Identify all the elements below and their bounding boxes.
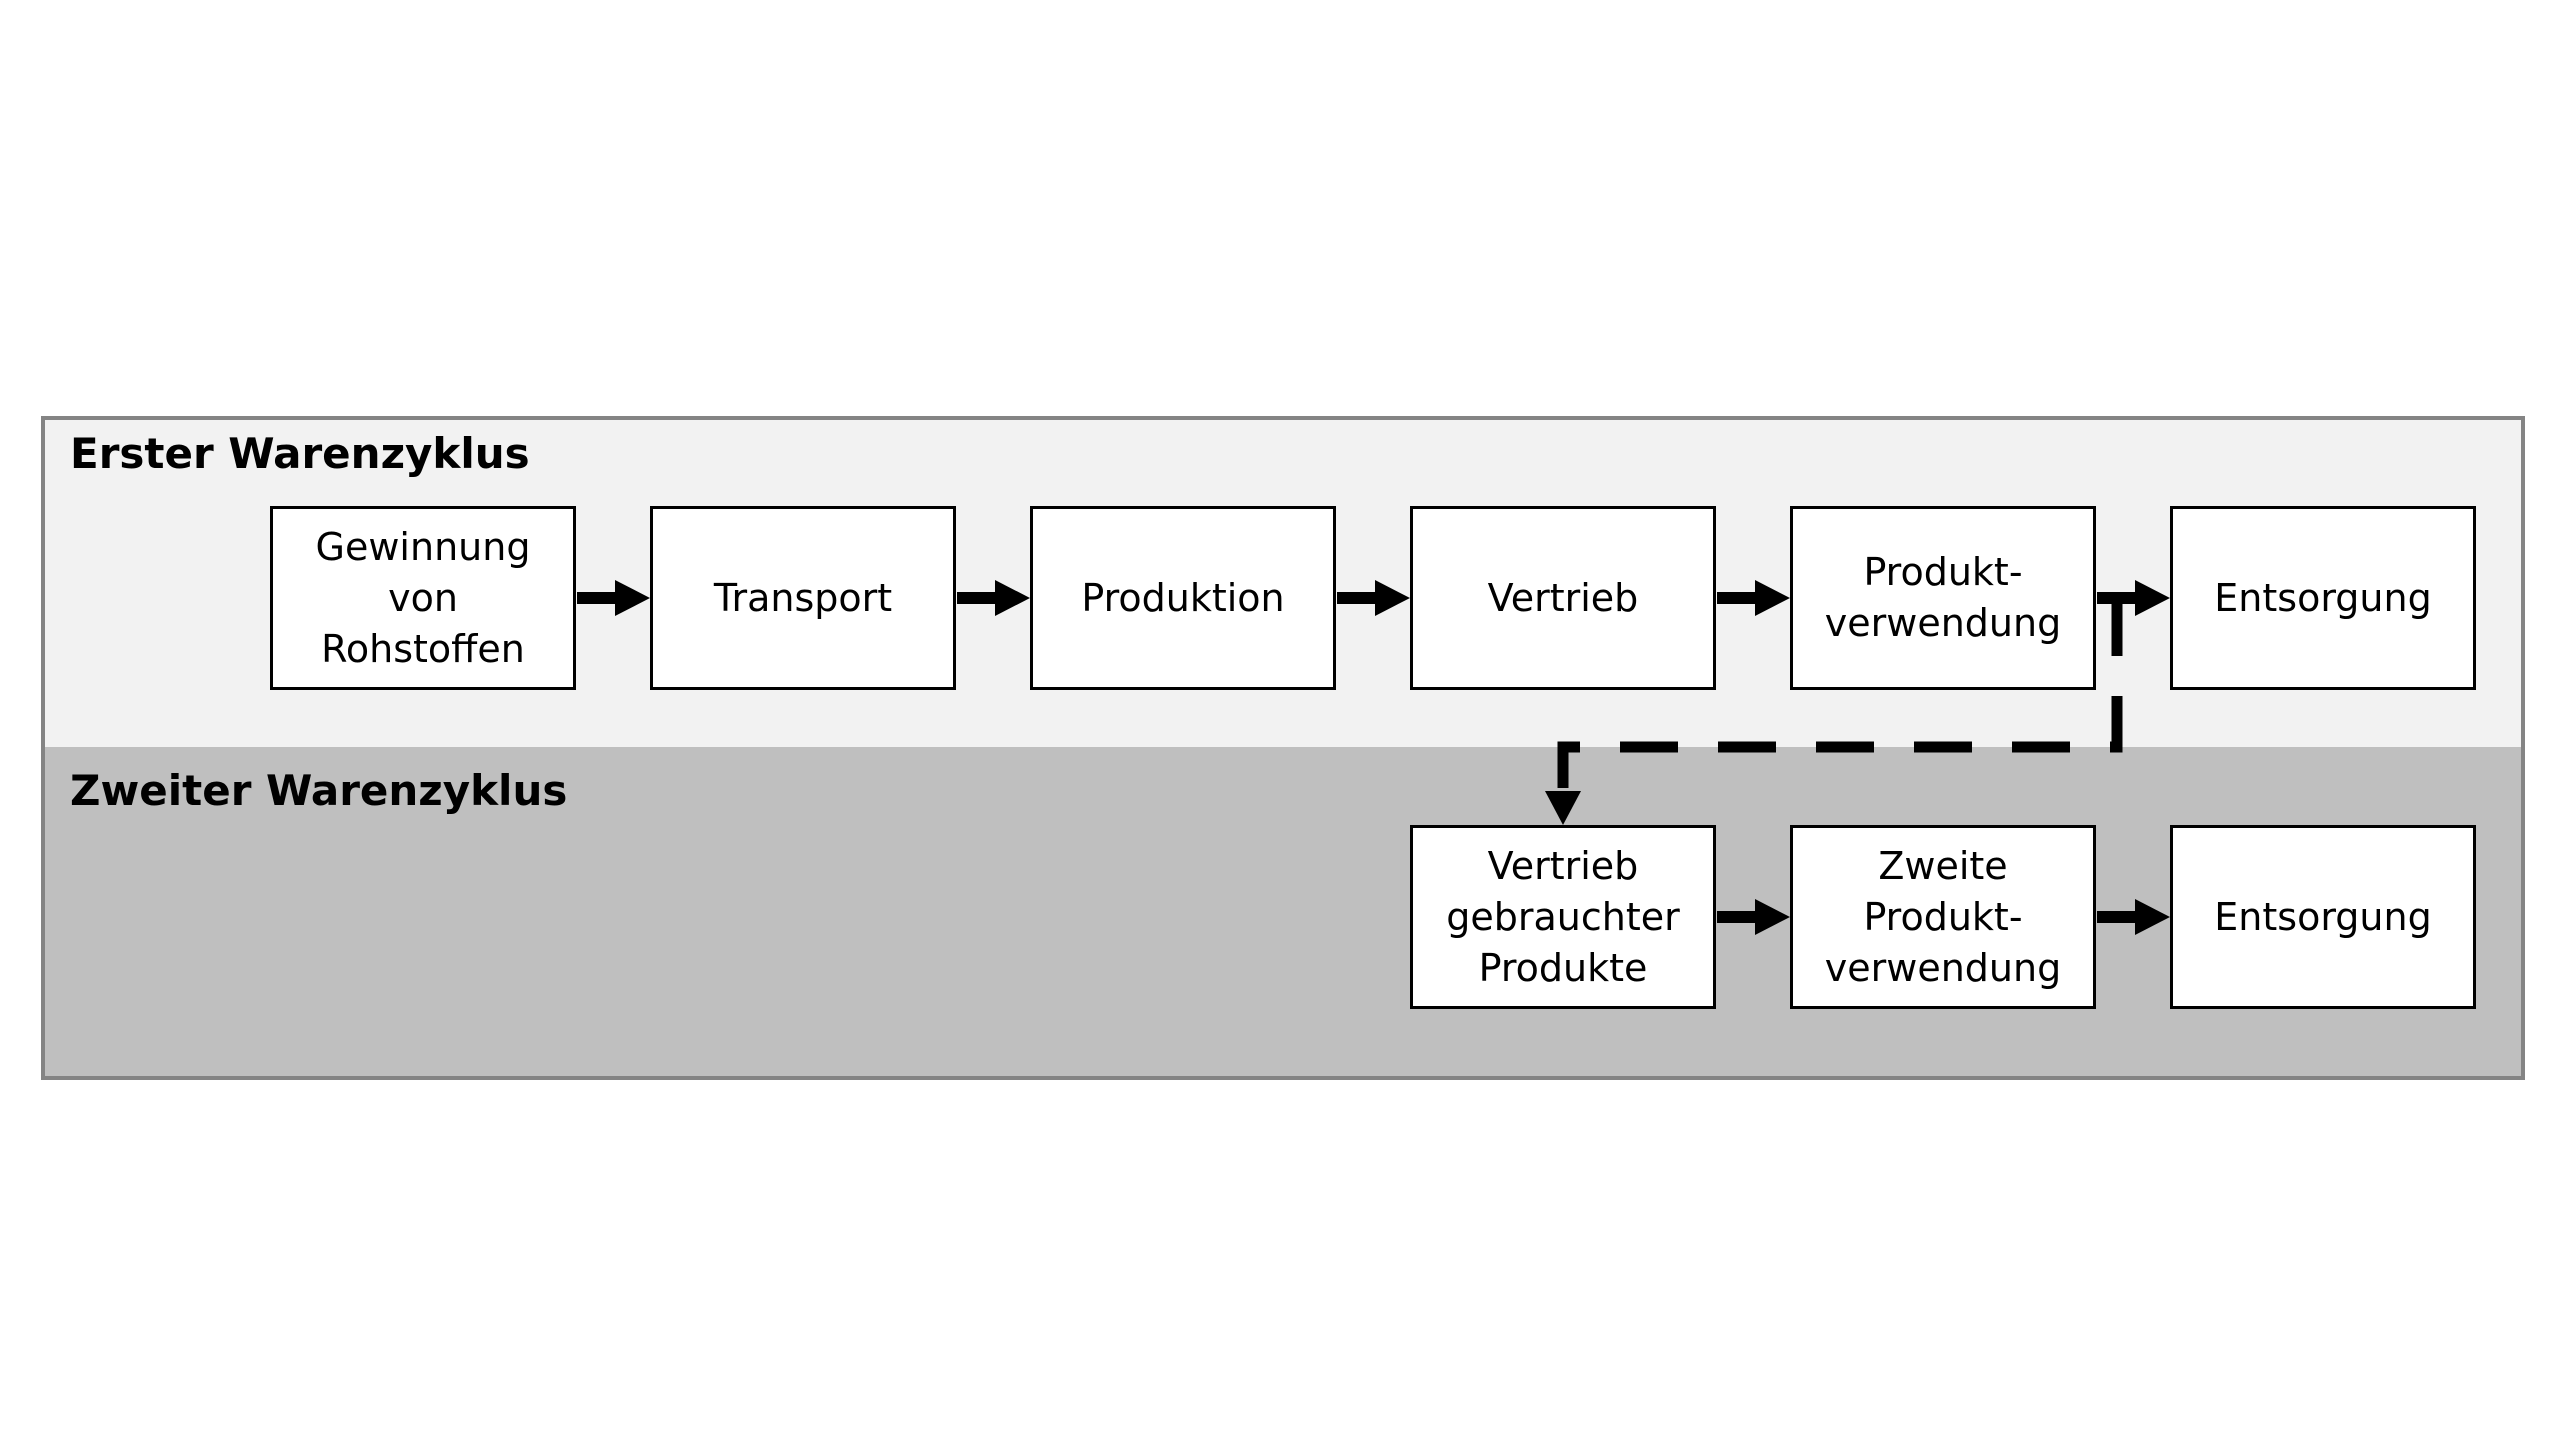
second-cycle-title: Zweiter Warenzyklus (70, 766, 568, 815)
step-produktverwendung: Produkt- verwendung (1790, 506, 2096, 690)
step-produktion: Produktion (1030, 506, 1336, 690)
step-label: Produkt- verwendung (1824, 550, 2062, 645)
step-label: Zweite Produkt- verwendung (1824, 843, 2062, 990)
diagram-frame (41, 416, 2525, 1080)
step-label: Transport (713, 575, 893, 620)
step-transport: Transport (650, 506, 956, 690)
step-zweite-entsorgung: Entsorgung (2170, 825, 2476, 1009)
step-label: Vertrieb gebrauchter Produkte (1446, 843, 1680, 990)
step-gewinnung-von-rohstoffen: Gewinnung von Rohstoffen (270, 506, 576, 690)
step-zweite-produktverwendung: Zweite Produkt- verwendung (1790, 825, 2096, 1009)
step-label: Vertrieb (1487, 575, 1639, 620)
step-vertrieb-gebrauchter-produkte: Vertrieb gebrauchter Produkte (1410, 825, 1716, 1009)
step-entsorgung: Entsorgung (2170, 506, 2476, 690)
step-label: Produktion (1081, 575, 1285, 620)
first-cycle-title: Erster Warenzyklus (70, 429, 530, 478)
step-label: Entsorgung (2214, 894, 2432, 939)
step-label: Entsorgung (2214, 575, 2432, 620)
step-label: Gewinnung von Rohstoffen (315, 524, 531, 671)
step-vertrieb: Vertrieb (1410, 506, 1716, 690)
